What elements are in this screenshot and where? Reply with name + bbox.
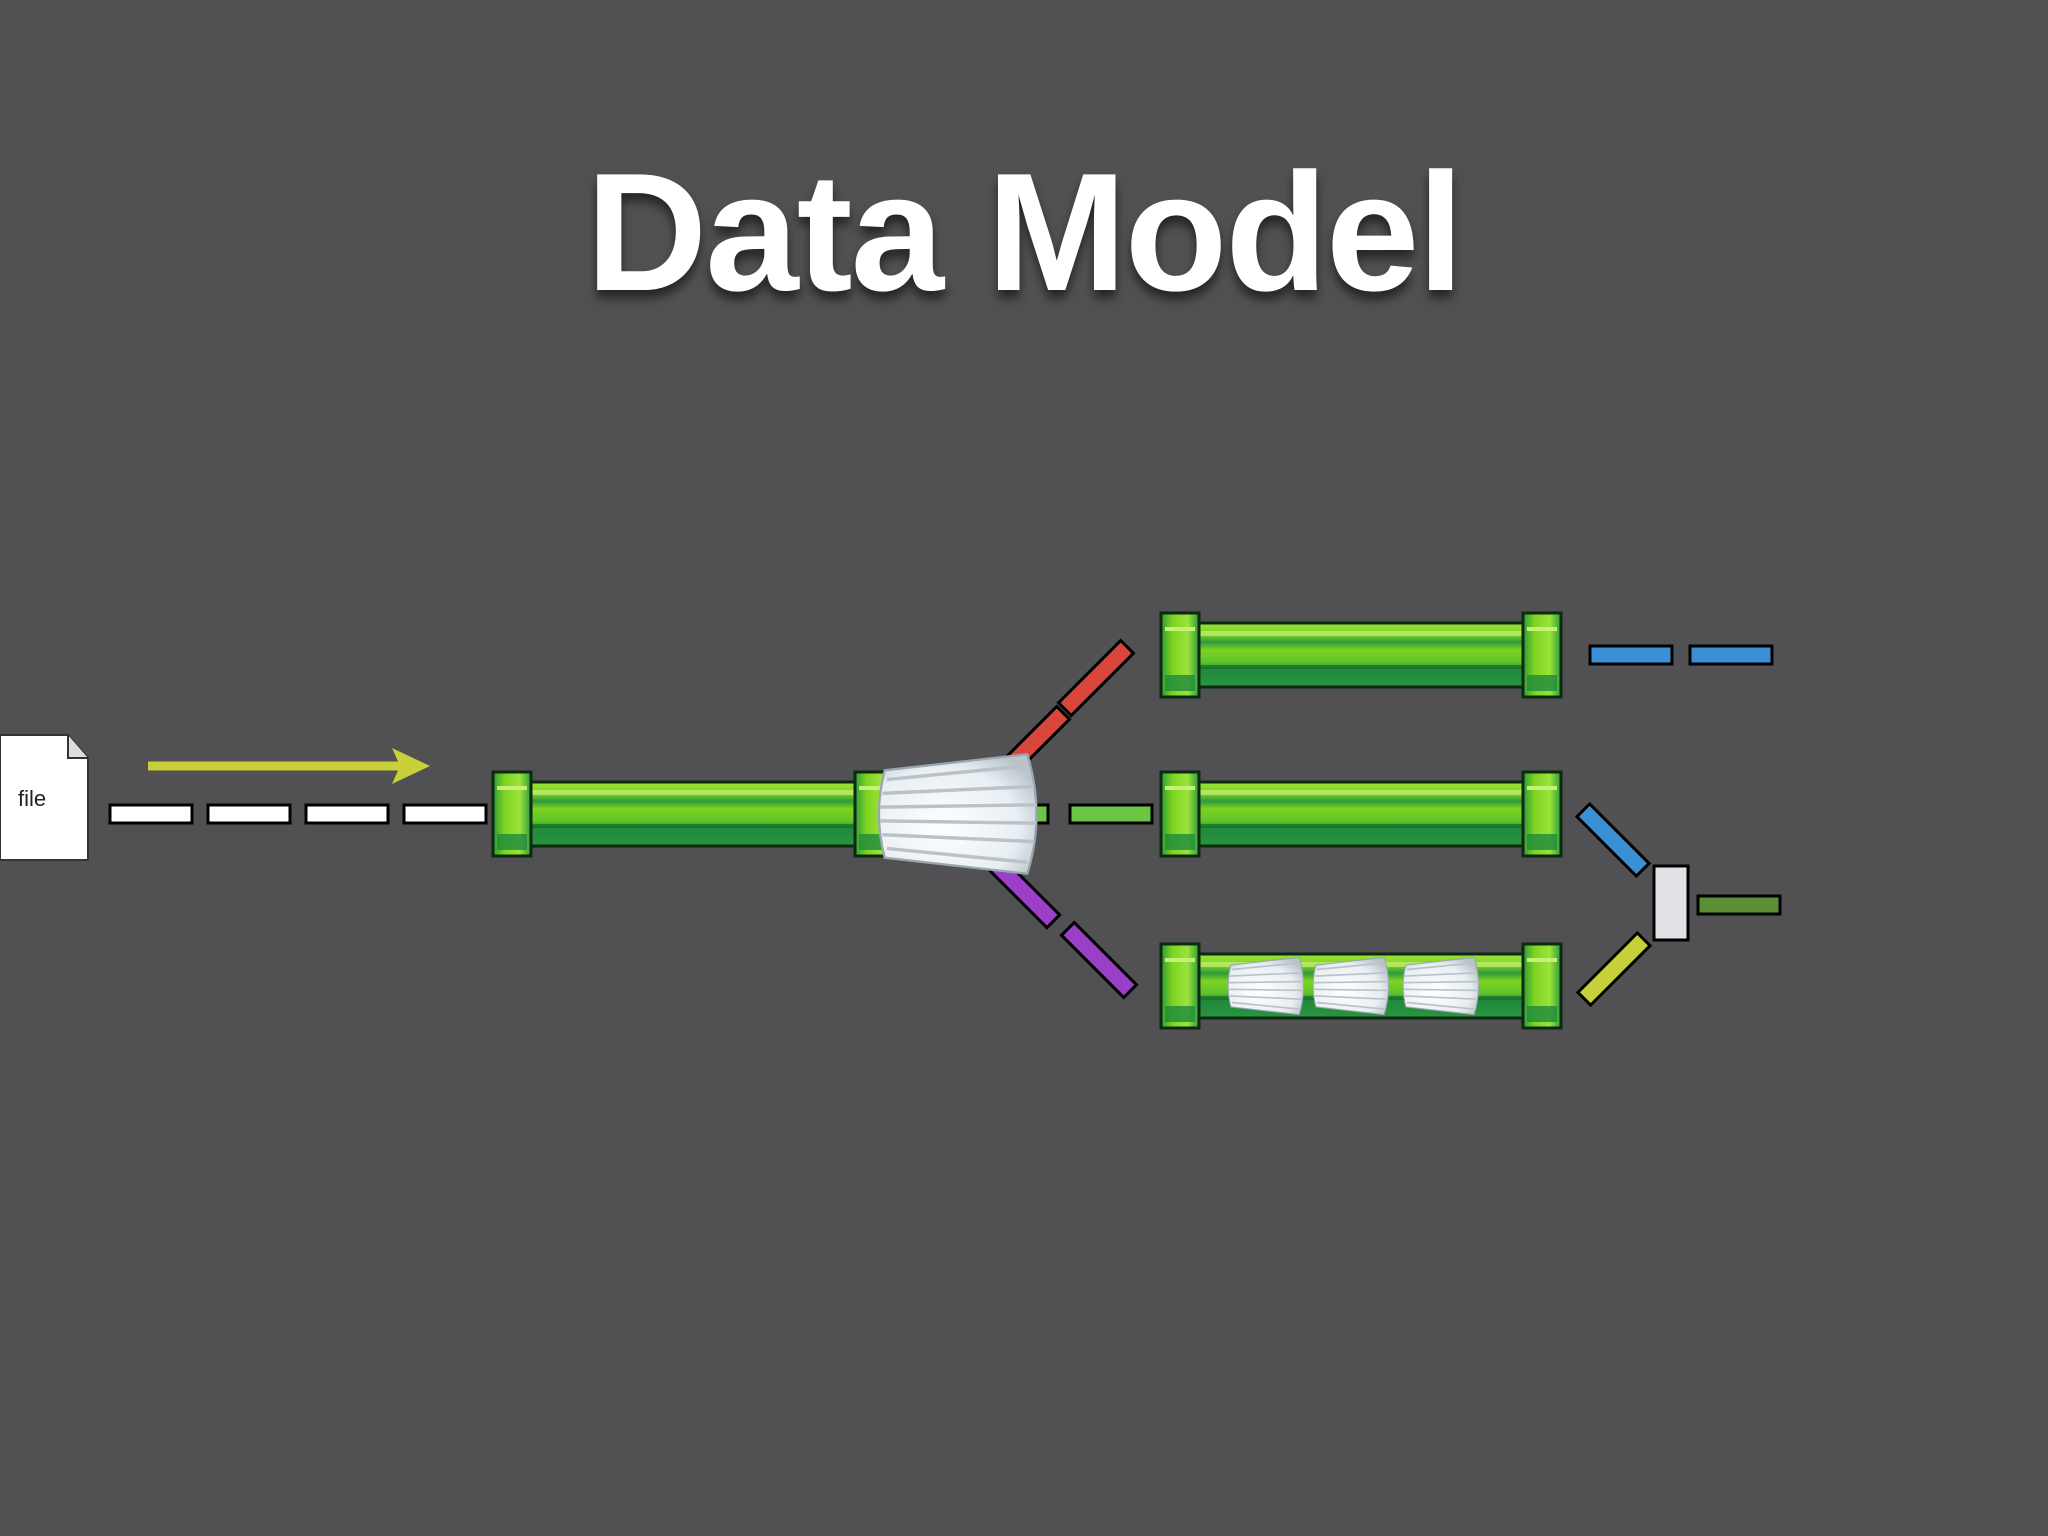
yellow-merge-chunk bbox=[1575, 930, 1653, 1008]
middle-pipe bbox=[1159, 770, 1563, 858]
input-chunk bbox=[108, 803, 194, 825]
input-chunk bbox=[304, 803, 390, 825]
merge-box bbox=[1652, 864, 1690, 942]
coffee-filter-icon bbox=[877, 752, 1039, 876]
merged-output-chunk bbox=[1696, 894, 1782, 916]
blue-merge-chunk bbox=[1574, 801, 1652, 879]
blue-chunk bbox=[1588, 644, 1674, 666]
flow-arrow bbox=[148, 748, 430, 784]
coffee-filter-icon bbox=[1227, 956, 1305, 1016]
file-icon: file bbox=[0, 734, 89, 861]
coffee-filter-icon bbox=[1402, 956, 1480, 1016]
purple-branch-chunks bbox=[988, 856, 1139, 1000]
page-title: Data Model bbox=[585, 138, 1464, 326]
blue-chunk bbox=[1688, 644, 1774, 666]
main-pipe bbox=[491, 770, 895, 858]
green-chunk bbox=[1068, 803, 1154, 825]
file-label: file bbox=[18, 786, 46, 811]
coffee-filter-icon bbox=[1312, 956, 1390, 1016]
input-chunks bbox=[108, 803, 488, 825]
input-chunk bbox=[206, 803, 292, 825]
red-chunk bbox=[1056, 638, 1136, 718]
blue-output-chunks bbox=[1588, 644, 1774, 666]
input-chunk bbox=[402, 803, 488, 825]
top-pipe bbox=[1159, 611, 1563, 699]
purple-chunk bbox=[1059, 920, 1139, 1000]
